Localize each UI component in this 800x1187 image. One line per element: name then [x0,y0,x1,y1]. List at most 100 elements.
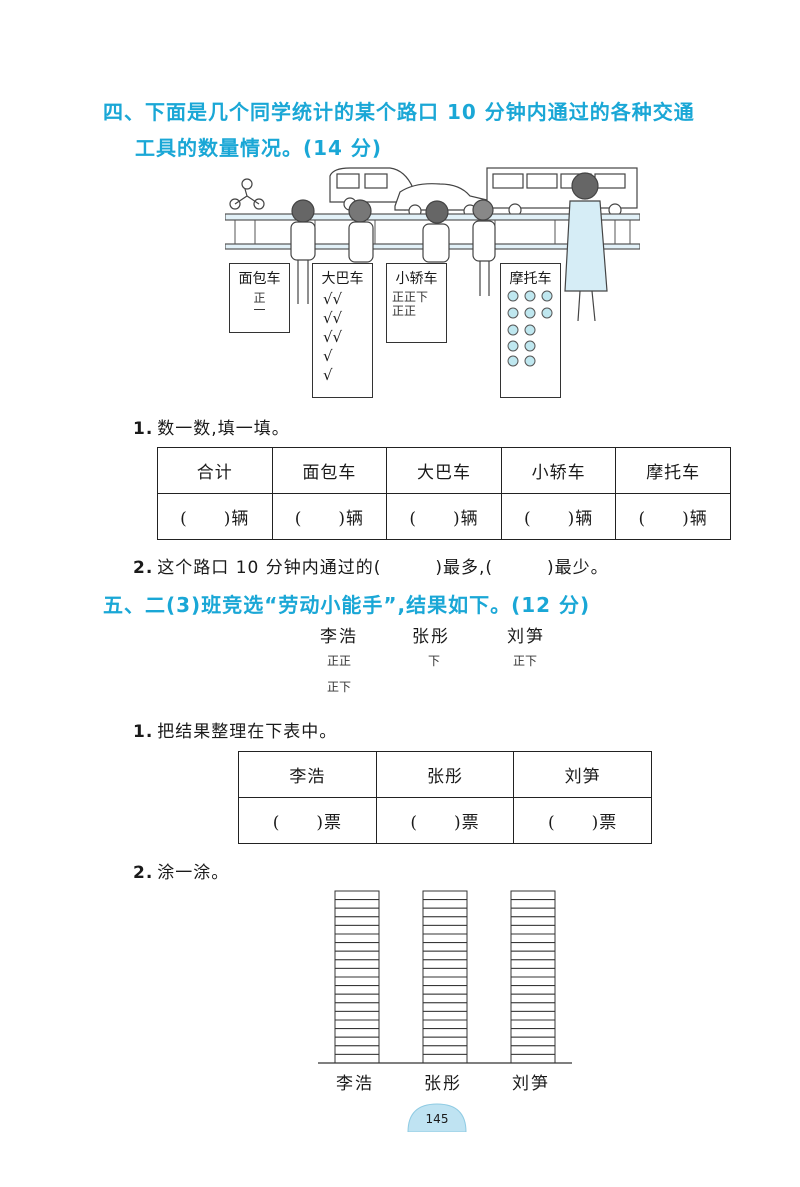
s5-q1-text: 把结果整理在下表中。 [157,722,338,742]
coloring-cell[interactable] [334,1053,380,1064]
vehicle-count-table: 合计 面包车 大巴车 小轿车 摩托车 ( )辆 ( )辆 ( )辆 ( )辆 (… [157,447,731,540]
candidate-name-zhangtong: 张彤 [412,627,450,647]
coloring-cell[interactable] [334,1036,380,1047]
coloring-cell[interactable] [422,976,468,987]
vote-cell-liusun[interactable]: ( )票 [513,797,652,844]
vote-cell-lihao[interactable]: ( )票 [238,797,377,844]
coloring-cell[interactable] [422,967,468,978]
coloring-cell[interactable] [422,899,468,909]
coloring-cell[interactable] [422,1019,468,1030]
table-header: 张彤 [375,751,515,798]
coloring-cell[interactable] [334,976,380,987]
coloring-cell[interactable] [510,950,556,961]
coloring-cell[interactable] [334,1010,380,1021]
coloring-cell[interactable] [510,1028,556,1038]
coloring-cell[interactable] [422,924,468,935]
traffic-illustration [225,167,640,322]
coloring-cell[interactable] [334,1002,380,1012]
coloring-cell[interactable] [422,1028,468,1038]
table-header: 李浩 [238,751,377,798]
s5-q1: 1.把结果整理在下表中。 [133,717,337,742]
coloring-cell[interactable] [422,1045,468,1055]
s5-q2-number: 2. [133,863,154,883]
s4-q2: 2.这个路口 10 分钟内通过的( )最多,( )最少。 [133,553,609,578]
coloring-cell[interactable] [510,916,556,926]
vote-cell-zhangtong[interactable]: ( )票 [375,797,515,844]
coloring-cell[interactable] [510,1036,556,1047]
coloring-cell[interactable] [334,967,380,978]
coloring-cell[interactable] [510,933,556,944]
s5-q2: 2.涂一涂。 [133,858,229,883]
coloring-cell[interactable] [510,907,556,918]
coloring-cell[interactable] [510,890,556,901]
coloring-cell[interactable] [422,985,468,995]
coloring-cell[interactable] [510,942,556,952]
answer-cell-bus[interactable]: ( )辆 [386,493,502,540]
coloring-cell[interactable] [510,899,556,909]
coloring-cell[interactable] [422,933,468,944]
coloring-cell[interactable] [510,1053,556,1064]
candidate-tally-liusun: 正下 [513,654,538,668]
coloring-cell[interactable] [510,985,556,995]
answer-cell-car[interactable]: ( )辆 [500,493,617,540]
sign-motorbike: 摩托车 [500,263,561,398]
coloring-cell[interactable] [510,1019,556,1030]
table-header: 大巴车 [386,447,502,494]
coloring-cell[interactable] [510,1010,556,1021]
candidate-tally-zhangtong: 下 [428,654,441,668]
sign-motorbike-label: 摩托车 [509,271,552,287]
coloring-cell[interactable] [334,1019,380,1030]
coloring-cell[interactable] [422,1002,468,1012]
coloring-cell[interactable] [334,950,380,961]
coloring-cell[interactable] [334,942,380,952]
coloring-cell[interactable] [422,959,468,969]
sign-bus-label: 大巴车 [321,271,364,287]
chart-label-lihao: 李浩 [336,1074,374,1094]
coloring-cell[interactable] [334,890,380,901]
coloring-cell[interactable] [510,959,556,969]
coloring-cell[interactable] [422,1010,468,1021]
sign-car: 小轿车 正正下 正正 [386,263,447,343]
chart-label-liusun: 刘笋 [512,1074,550,1094]
coloring-cell[interactable] [334,1028,380,1038]
coloring-cell[interactable] [334,916,380,926]
coloring-cell[interactable] [510,993,556,1004]
coloring-cell[interactable] [422,993,468,1004]
coloring-cell[interactable] [334,924,380,935]
coloring-cell[interactable] [334,1045,380,1055]
coloring-cell[interactable] [334,985,380,995]
s4-q1-text: 数一数,填一填。 [157,419,290,439]
coloring-cell[interactable] [334,993,380,1004]
s5-q1-number: 1. [133,722,154,742]
coloring-cell[interactable] [422,916,468,926]
coloring-cell[interactable] [422,890,468,901]
section4-title-line1: 四、下面是几个同学统计的某个路口 10 分钟内通过的各种交通 [103,100,695,124]
answer-cell-total[interactable]: ( )辆 [157,493,273,540]
sign-bus: 大巴车 √√ √√ √√ √ √ [312,263,373,398]
coloring-cell[interactable] [422,1053,468,1064]
candidate-name-lihao: 李浩 [320,627,358,647]
coloring-cell[interactable] [510,924,556,935]
candidate-tally-lihao-2: 正下 [327,680,352,694]
coloring-cell[interactable] [510,976,556,987]
coloring-cell[interactable] [334,907,380,918]
coloring-cell[interactable] [334,959,380,969]
s4-q2-text: 这个路口 10 分钟内通过的( )最多,( )最少。 [157,558,609,578]
answer-cell-minivan[interactable]: ( )辆 [271,493,388,540]
section5-title: 五、二(3)班竞选“劳动小能手”,结果如下。(12 分) [103,593,591,617]
coloring-cell[interactable] [510,1002,556,1012]
table-header: 刘笋 [513,751,652,798]
coloring-cell[interactable] [422,942,468,952]
table-header: 摩托车 [615,447,731,494]
coloring-cell[interactable] [422,950,468,961]
coloring-cell[interactable] [422,1036,468,1047]
coloring-chart [318,890,572,1064]
coloring-cell[interactable] [510,967,556,978]
answer-cell-motorbike[interactable]: ( )辆 [615,493,731,540]
coloring-cell[interactable] [334,899,380,909]
sign-minivan-tally: 正 一 [253,291,266,317]
coloring-cell[interactable] [422,907,468,918]
coloring-cell[interactable] [334,933,380,944]
sign-bus-tally: √√ √√ √√ √ √ [323,290,343,384]
coloring-cell[interactable] [510,1045,556,1055]
